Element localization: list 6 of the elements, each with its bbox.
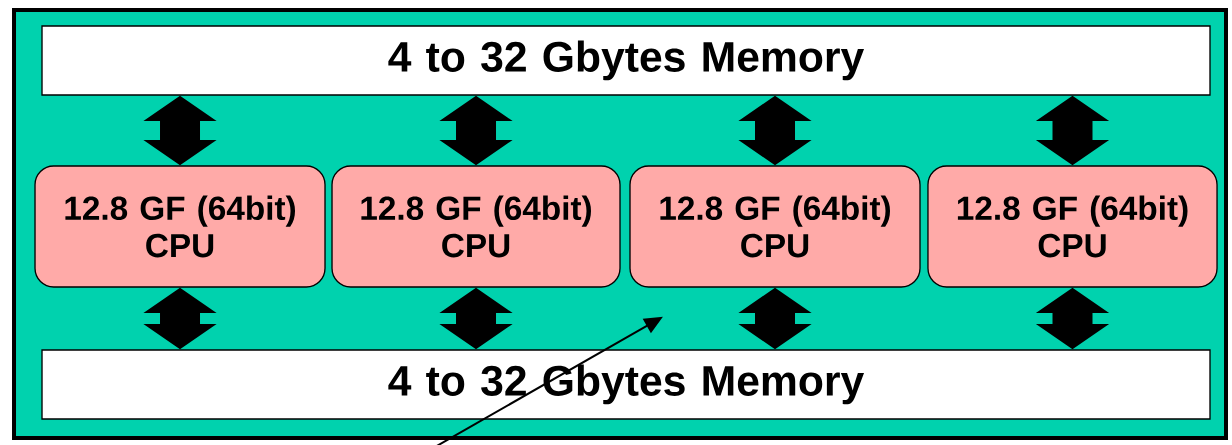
memory-box: 4 to 32 Gbytes Memory [41, 349, 1211, 420]
cpu-box: 12.8 GF (64bit) CPU [927, 165, 1218, 288]
cpu-box: 12.8 GF (64bit) CPU [629, 165, 921, 288]
cpu-box: 12.8 GF (64bit) CPU [34, 165, 326, 288]
cpu-box: 12.8 GF (64bit) CPU [331, 165, 621, 288]
memory-box: 4 to 32 Gbytes Memory [41, 25, 1211, 96]
